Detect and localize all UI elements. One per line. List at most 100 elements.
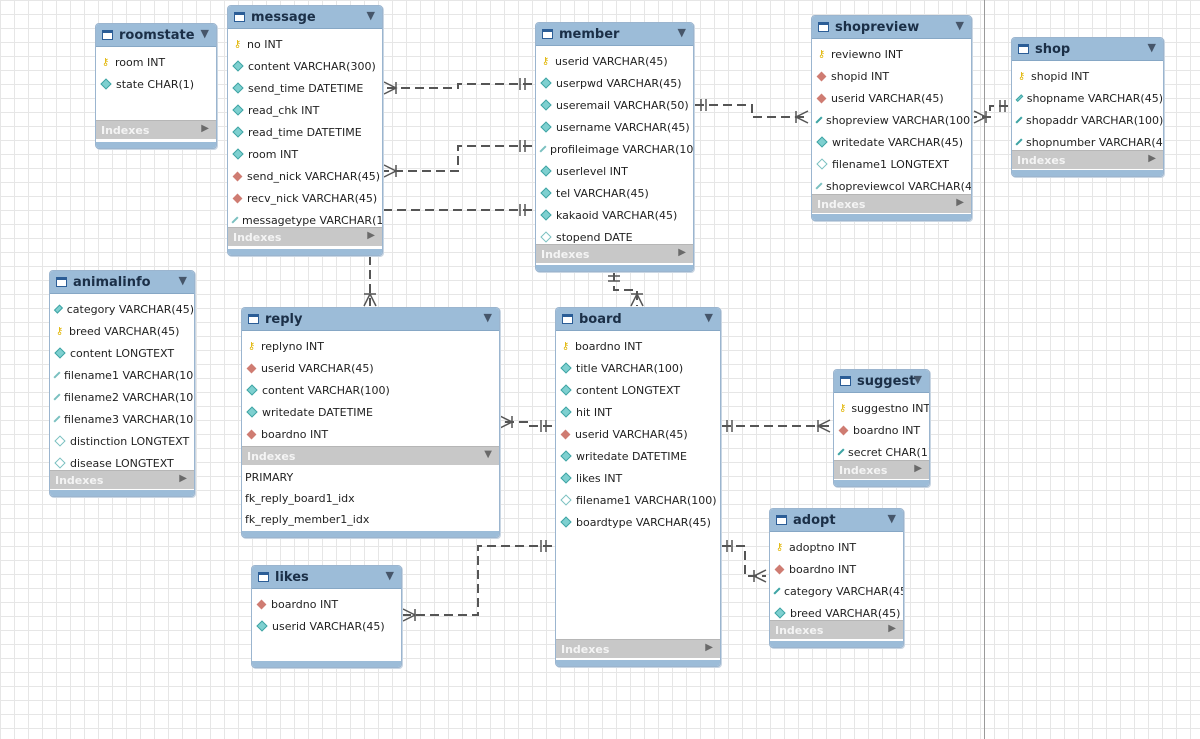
column-row[interactable]: userpwd VARCHAR(45) <box>536 72 693 94</box>
column-row[interactable]: userlevel INT <box>536 160 693 182</box>
table-header[interactable]: roomstate ▼ <box>96 24 216 47</box>
collapse-icon[interactable]: ▼ <box>1147 41 1156 54</box>
column-row[interactable]: recv_nick VARCHAR(45) <box>228 187 382 209</box>
column-row[interactable]: content VARCHAR(300) <box>228 55 382 77</box>
column-row[interactable]: ⚷breed VARCHAR(45) <box>50 320 194 342</box>
table-member[interactable]: member ▼ ⚷userid VARCHAR(45)userpwd VARC… <box>535 22 694 272</box>
column-row[interactable]: tel VARCHAR(45) <box>536 182 693 204</box>
index-item[interactable]: PRIMARY <box>245 471 294 484</box>
column-row[interactable]: read_chk INT <box>228 99 382 121</box>
expand-icon[interactable]: ▶ <box>201 123 209 134</box>
column-row[interactable]: shopreview VARCHAR(100) <box>812 109 971 131</box>
column-row[interactable]: ⚷reviewno INT <box>812 43 971 65</box>
table-header[interactable]: animalinfo ▼ <box>50 271 194 294</box>
column-row[interactable]: content VARCHAR(100) <box>242 379 499 401</box>
column-row[interactable]: kakaoid VARCHAR(45) <box>536 204 693 226</box>
collapse-icon[interactable]: ▼ <box>178 274 187 287</box>
column-row[interactable]: useremail VARCHAR(50) <box>536 94 693 116</box>
column-row[interactable]: ⚷shopid INT <box>1012 65 1163 87</box>
column-row[interactable]: filename3 VARCHAR(100) <box>50 408 194 430</box>
column-row[interactable]: ⚷boardno INT <box>556 335 720 357</box>
column-row[interactable]: content LONGTEXT <box>556 379 720 401</box>
indexes-bar[interactable]: Indexes▶ <box>228 227 382 246</box>
indexes-bar[interactable]: Indexes▶ <box>96 120 216 139</box>
collapse-icon[interactable]: ▼ <box>484 449 492 460</box>
table-header[interactable]: adopt ▼ <box>770 509 903 532</box>
column-row[interactable]: filename1 VARCHAR(100) <box>556 489 720 511</box>
indexes-bar[interactable]: Indexes▶ <box>536 244 693 263</box>
column-row[interactable]: writedate DATETIME <box>242 401 499 423</box>
column-row[interactable]: boardno INT <box>770 558 903 580</box>
expand-icon[interactable]: ▶ <box>179 473 187 484</box>
column-row[interactable]: boardno INT <box>252 593 401 615</box>
column-row[interactable]: category VARCHAR(45) <box>770 580 903 602</box>
index-item[interactable]: fk_reply_board1_idx <box>245 492 355 505</box>
collapse-icon[interactable]: ▼ <box>200 27 209 40</box>
indexes-bar[interactable]: Indexes▶ <box>1012 150 1163 169</box>
expand-icon[interactable]: ▶ <box>705 642 713 653</box>
column-row[interactable]: writedate DATETIME <box>556 445 720 467</box>
column-row[interactable]: username VARCHAR(45) <box>536 116 693 138</box>
column-row[interactable]: likes INT <box>556 467 720 489</box>
indexes-bar[interactable]: Indexes▶ <box>812 194 971 213</box>
table-animalinfo[interactable]: animalinfo ▼ category VARCHAR(45)⚷breed … <box>49 270 195 497</box>
column-row[interactable]: shopaddr VARCHAR(100) <box>1012 109 1163 131</box>
collapse-icon[interactable]: ▼ <box>385 569 394 582</box>
column-row[interactable]: title VARCHAR(100) <box>556 357 720 379</box>
column-row[interactable]: shopid INT <box>812 65 971 87</box>
column-row[interactable]: ⚷userid VARCHAR(45) <box>536 50 693 72</box>
column-row[interactable]: userid VARCHAR(45) <box>252 615 401 637</box>
collapse-icon[interactable]: ▼ <box>483 311 492 324</box>
column-row[interactable]: userid VARCHAR(45) <box>242 357 499 379</box>
indexes-bar[interactable]: Indexes▶ <box>770 620 903 639</box>
column-row[interactable]: ⚷no INT <box>228 33 382 55</box>
collapse-icon[interactable]: ▼ <box>955 19 964 32</box>
column-row[interactable]: ⚷replyno INT <box>242 335 499 357</box>
table-header[interactable]: shop ▼ <box>1012 38 1163 61</box>
column-row[interactable]: read_time DATETIME <box>228 121 382 143</box>
column-row[interactable]: shopname VARCHAR(45) <box>1012 87 1163 109</box>
expand-icon[interactable]: ▶ <box>956 197 964 208</box>
column-row[interactable]: userid VARCHAR(45) <box>812 87 971 109</box>
column-row[interactable]: state CHAR(1) <box>96 73 216 95</box>
column-row[interactable]: secret CHAR(1) <box>834 441 929 463</box>
table-header[interactable]: board ▼ <box>556 308 720 331</box>
column-row[interactable]: ⚷suggestno INT <box>834 397 929 419</box>
expand-icon[interactable]: ▶ <box>888 623 896 634</box>
column-row[interactable]: filename2 VARCHAR(100) <box>50 386 194 408</box>
column-row[interactable]: messagetype VARCHAR(10) <box>228 209 382 231</box>
column-row[interactable]: send_nick VARCHAR(45) <box>228 165 382 187</box>
column-row[interactable]: writedate VARCHAR(45) <box>812 131 971 153</box>
column-row[interactable]: shopreviewcol VARCHAR(45) <box>812 175 971 197</box>
column-row[interactable]: content LONGTEXT <box>50 342 194 364</box>
table-header[interactable]: suggest ▼ <box>834 370 929 393</box>
column-row[interactable]: send_time DATETIME <box>228 77 382 99</box>
table-header[interactable]: member ▼ <box>536 23 693 46</box>
table-header[interactable]: shopreview ▼ <box>812 16 971 39</box>
indexes-bar[interactable]: Indexes▼ <box>242 446 499 465</box>
column-row[interactable]: hit INT <box>556 401 720 423</box>
collapse-icon[interactable]: ▼ <box>887 512 896 525</box>
expand-icon[interactable]: ▶ <box>914 463 922 474</box>
indexes-bar[interactable]: Indexes▶ <box>556 639 720 658</box>
collapse-icon[interactable]: ▼ <box>913 373 922 386</box>
column-row[interactable]: userid VARCHAR(45) <box>556 423 720 445</box>
table-header[interactable]: message ▼ <box>228 6 382 29</box>
column-row[interactable]: shopnumber VARCHAR(45) <box>1012 131 1163 153</box>
collapse-icon[interactable]: ▼ <box>677 26 686 39</box>
column-row[interactable]: distinction LONGTEXT <box>50 430 194 452</box>
collapse-icon[interactable]: ▼ <box>704 311 713 324</box>
column-row[interactable]: stopend DATE <box>536 226 693 248</box>
index-item[interactable]: fk_reply_member1_idx <box>245 513 370 526</box>
column-row[interactable]: boardno INT <box>242 423 499 445</box>
indexes-bar[interactable]: Indexes▶ <box>834 460 929 479</box>
table-header[interactable]: reply ▼ <box>242 308 499 331</box>
